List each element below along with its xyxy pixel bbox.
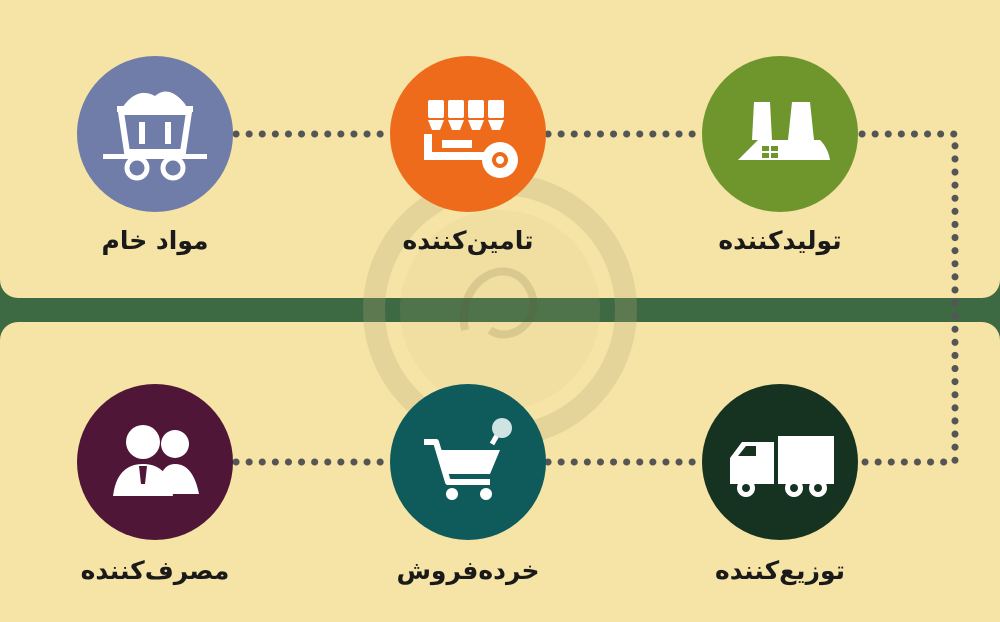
node-label-manufacturer: تولیدکننده: [718, 226, 842, 255]
node-label-raw-materials: مواد خام: [101, 226, 209, 255]
node-label-retailer: خرده‌فروش: [396, 556, 540, 585]
node-label-consumer: مصرف‌کننده: [80, 556, 230, 585]
node-retailer: [390, 384, 546, 540]
shopping-cart-icon: [424, 418, 512, 500]
node-label-supplier: تامین‌کننده: [402, 226, 534, 255]
node-label-distributor: توزیع‌کننده: [714, 556, 846, 585]
node-distributor: [702, 384, 858, 540]
factory-gear-icon: [424, 100, 518, 178]
node-manufacturer: [702, 56, 858, 212]
node-raw-materials: [77, 56, 233, 212]
mine-cart-icon: [103, 91, 207, 181]
truck-icon: [730, 436, 834, 497]
node-consumer: [77, 384, 233, 540]
node-supplier: [390, 56, 546, 212]
power-plant-icon: [738, 102, 830, 160]
users-icon: [113, 425, 199, 496]
